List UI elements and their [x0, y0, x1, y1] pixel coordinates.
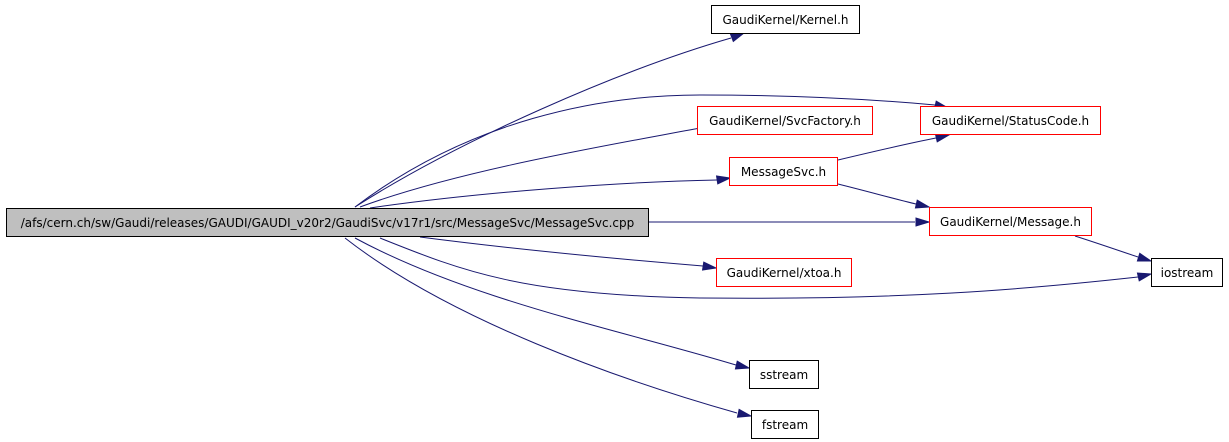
node-kernel-h[interactable]: GaudiKernel/Kernel.h: [711, 5, 860, 34]
node-messagesvc-h[interactable]: MessageSvc.h: [729, 157, 838, 186]
edge-messagesvc-h-to-message-h: [837, 183, 931, 209]
edge-root-to-xtoa-h: [419, 236, 718, 271]
edge-messagesvc-h-to-statuscode-h: [837, 133, 951, 161]
arrowhead-icon: [914, 199, 931, 209]
arrowhead-icon: [734, 360, 751, 370]
node-fstream[interactable]: fstream: [751, 410, 819, 439]
arrowhead-icon: [1136, 272, 1153, 282]
arrowhead-icon: [934, 133, 951, 143]
edge-line: [1074, 235, 1139, 258]
node-statuscode-h[interactable]: GaudiKernel/StatusCode.h: [920, 106, 1101, 135]
arrowhead-icon: [736, 408, 753, 418]
edge-line: [359, 127, 701, 208]
edge-root-to-svcfactory-h: [359, 123, 714, 208]
edge-line: [354, 237, 737, 366]
edge-root-to-fstream: [344, 237, 753, 418]
node-message-h[interactable]: GaudiKernel/Message.h: [929, 207, 1092, 236]
arrowhead-icon: [715, 175, 732, 185]
node-iostream[interactable]: iostream: [1151, 258, 1223, 287]
edge-line: [837, 183, 917, 205]
node-sstream[interactable]: sstream: [749, 360, 819, 389]
arrowhead-icon: [729, 32, 746, 43]
edge-root-to-messagesvc-h: [369, 175, 732, 209]
edge-root-to-sstream: [354, 237, 751, 370]
edge-line: [837, 137, 937, 161]
edge-line: [344, 237, 738, 414]
arrowhead-icon: [1136, 252, 1153, 262]
edge-message-h-to-iostream: [1074, 235, 1153, 262]
arrowhead-icon: [915, 217, 931, 227]
edge-line: [354, 94, 936, 208]
edge-line: [379, 237, 1139, 299]
node-root: /afs/cern.ch/sw/Gaudi/releases/GAUDI/GAU…: [6, 208, 649, 237]
edge-line: [354, 37, 732, 208]
edge-root-to-message-h: [649, 217, 931, 227]
edge-line: [419, 236, 704, 267]
node-xtoa-h[interactable]: GaudiKernel/xtoa.h: [716, 258, 852, 287]
arrowhead-icon: [701, 261, 718, 271]
edge-root-to-iostream: [379, 237, 1153, 299]
edge-line: [369, 179, 718, 209]
node-svcfactory-h[interactable]: GaudiKernel/SvcFactory.h: [697, 106, 873, 135]
